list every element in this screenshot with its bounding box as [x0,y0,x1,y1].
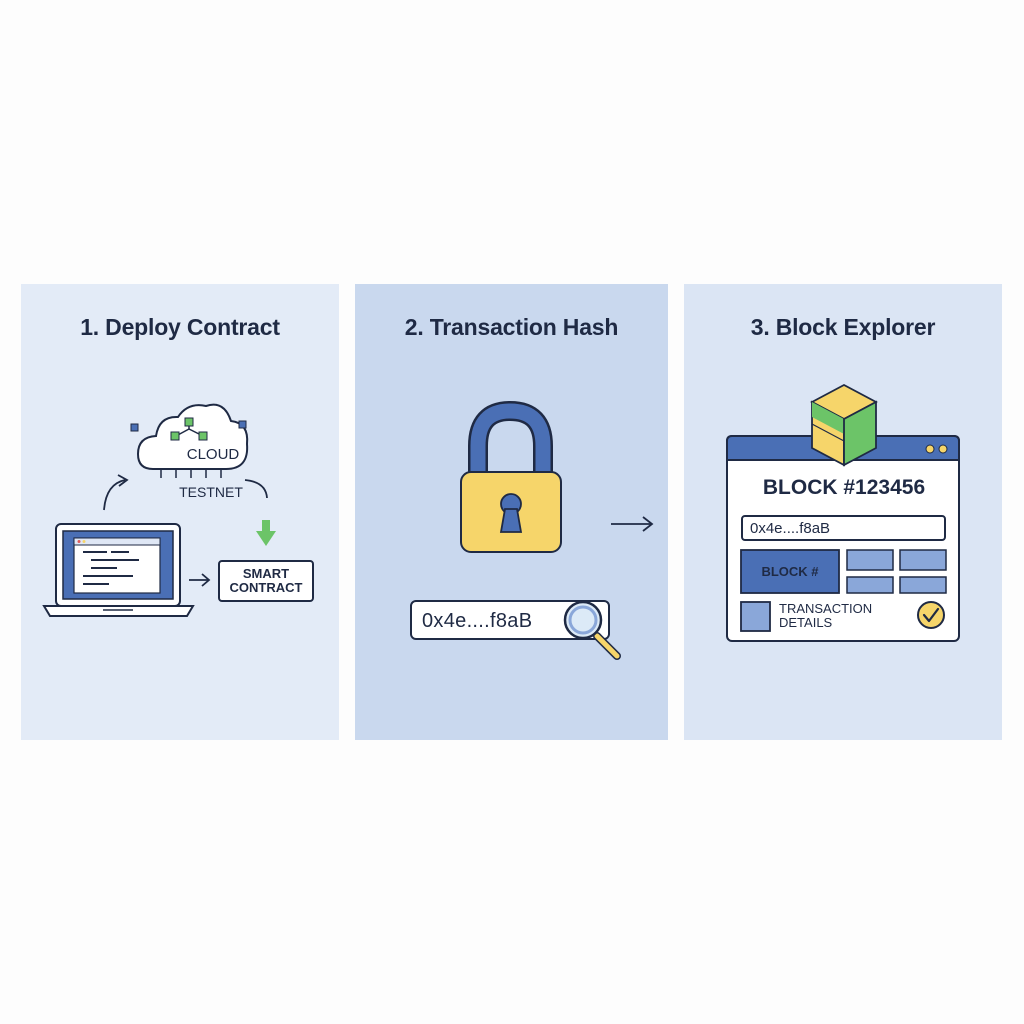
panel-title: 3. Block Explorer [750,314,936,340]
transaction-hash-value: 0x4e....f8aB [422,610,533,632]
transaction-hash-input[interactable]: 0x4e....f8aB [410,600,610,640]
testnet-label: TESTNET [179,484,243,500]
block-number-label: BLOCK # [761,564,819,579]
check-circle-icon [917,601,945,629]
transaction-details-square [740,601,771,632]
deploy-contract-panel: 1. Deploy Contract [21,284,339,740]
block-title: BLOCK #123456 [762,476,926,499]
down-arrow-icon [244,479,268,499]
transaction-hash-panel: 2. Transaction Hash 0x4e....f8aB [355,284,668,740]
deploy-illustration [42,403,276,617]
data-grid [846,549,947,594]
block-cube-icon [810,383,878,467]
block-hash-value: 0x4e....f8aB [750,520,831,537]
cloud-icon [130,403,249,478]
smart-contract-label: SMART CONTRACT [229,566,303,595]
panel-title: 1. Deploy Contract [80,314,280,340]
laptop-icon [42,523,195,617]
block-hash-field[interactable]: 0x4e....f8aB [741,515,946,541]
upload-arrow-icon [103,474,129,511]
transaction-illustration [460,400,654,553]
padlock-icon [460,400,562,553]
green-down-arrow-icon [256,520,276,546]
cloud-label: CLOUD [186,446,240,463]
explorer-illustration [726,383,960,642]
transaction-details-label: TRANSACTION DETAILS [779,601,873,630]
block-number-button [740,549,840,594]
smart-contract-box: SMART CONTRACT [218,560,314,602]
right-arrow-icon [611,516,654,532]
panel-title: 2. Transaction Hash [404,314,619,340]
block-explorer-panel: 3. Block Explorer [684,284,1002,740]
right-arrow-icon [189,573,211,587]
